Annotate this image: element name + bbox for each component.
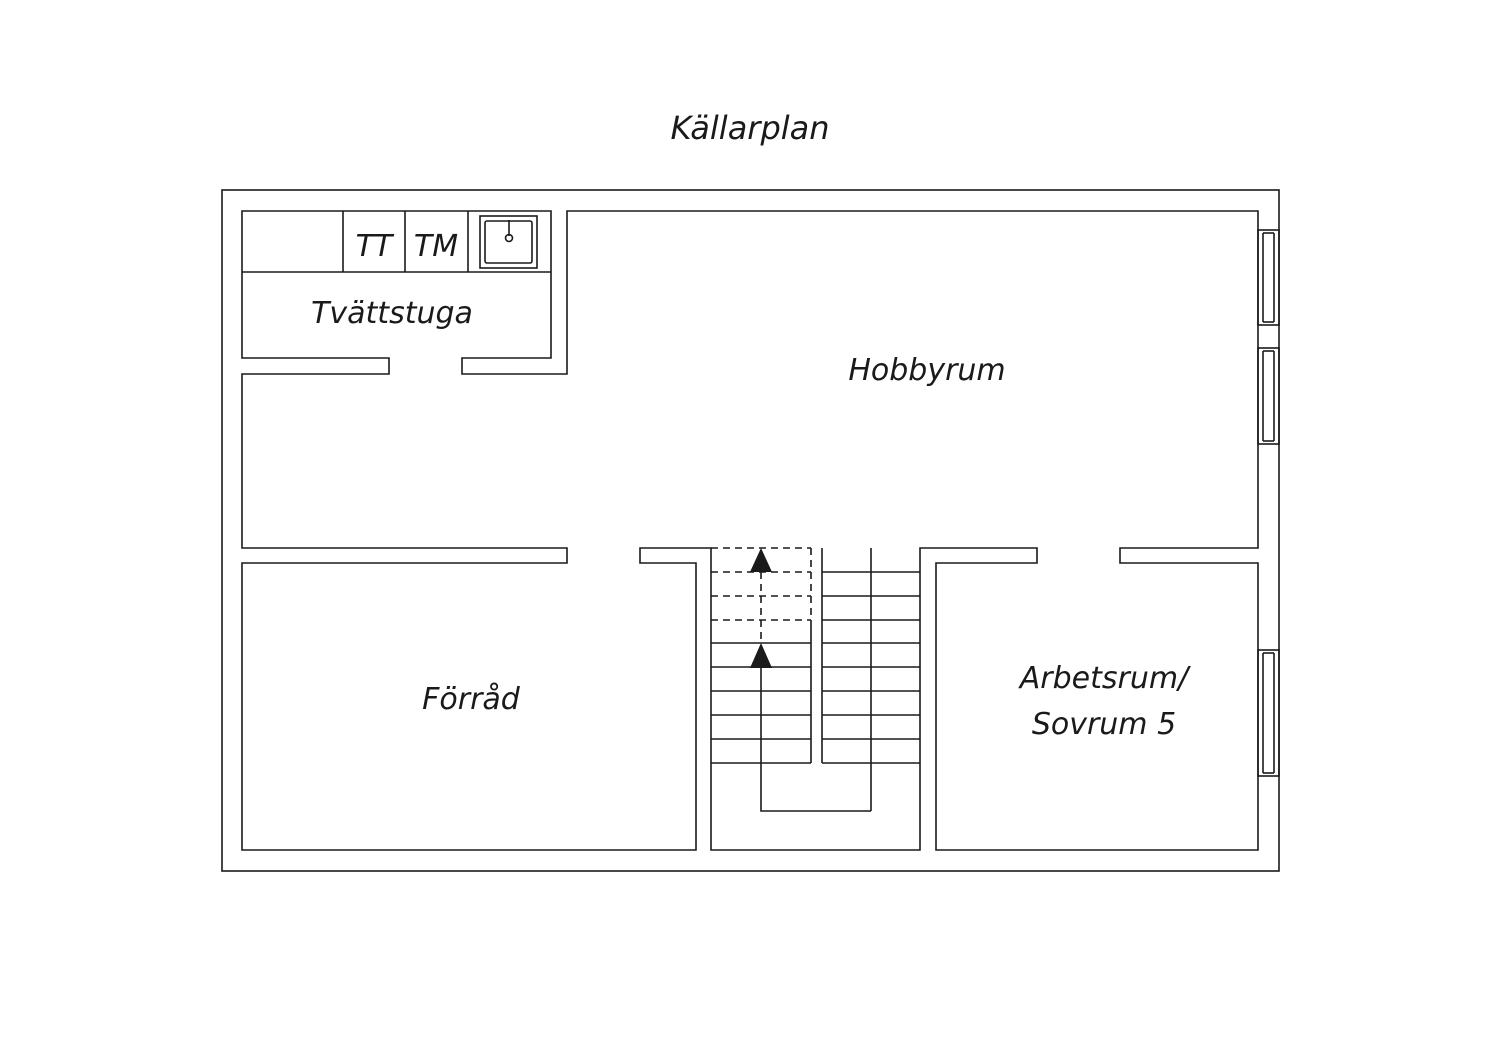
window-icon xyxy=(1257,347,1280,445)
room-label-hobby: Hobbyrum xyxy=(848,353,1005,388)
stair-arrow-icon xyxy=(750,643,772,668)
window-icon xyxy=(1257,229,1280,326)
room-label-storage: Förråd xyxy=(422,682,521,717)
laundry-wall xyxy=(241,210,1259,851)
room-label-office-line1: Arbetsrum/ xyxy=(1018,661,1191,696)
room-label-office-line2: Sovrum 5 xyxy=(1032,707,1176,742)
stair-arrow-icon xyxy=(750,548,772,572)
sink-icon xyxy=(479,215,538,269)
room-label-laundry: Tvättstuga xyxy=(311,296,473,331)
outer-wall xyxy=(221,189,1280,872)
plan-title: Källarplan xyxy=(670,109,829,147)
window-icon xyxy=(1257,649,1280,777)
dryer-label: TT xyxy=(356,229,395,264)
staircase xyxy=(711,547,920,812)
washer-label: TM xyxy=(414,229,458,264)
